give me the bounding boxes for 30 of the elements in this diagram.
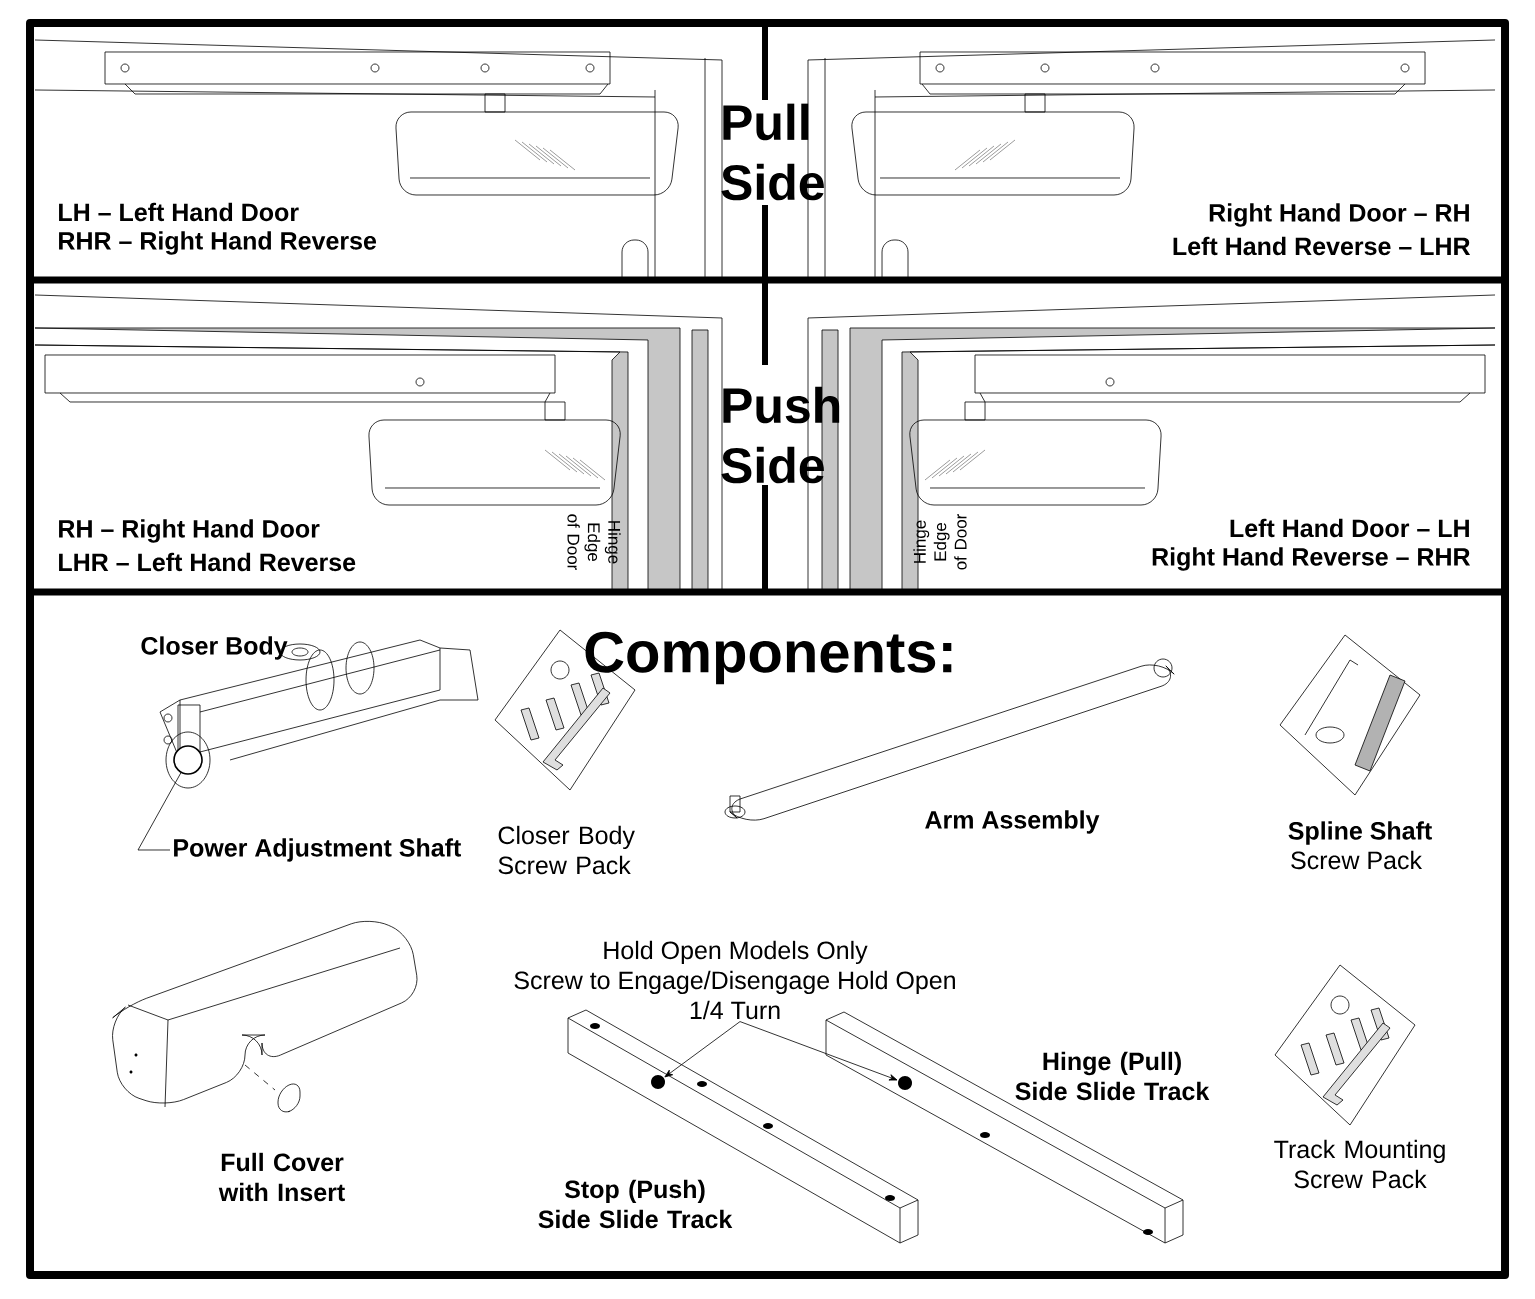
shaft-end (173, 745, 203, 775)
door-label: Left Hand Reverse – LHR (1173, 236, 1471, 256)
door-label: LH – Left Hand Door (59, 202, 299, 222)
part-label: Closer Body (141, 636, 288, 660)
edge-note: Hinge Edge of Door (567, 514, 621, 571)
screw-hole (898, 1076, 912, 1090)
part-label: Track Mounting Screw Pack (1274, 1139, 1445, 1189)
door-label: Right Hand Reverse – RHR (1152, 547, 1471, 571)
part-label: Full Cover with Insert (218, 1152, 345, 1202)
door-label: Left Hand Door – LH (1230, 518, 1469, 538)
door-label: RHR – Right Hand Reverse (59, 231, 377, 255)
side-heading: Pull Side (721, 103, 824, 201)
side-heading: Push Side (721, 386, 840, 484)
arrow (664, 1021, 741, 1078)
callout-label: Power Adjustment Shaft (174, 838, 461, 862)
arrow (739, 1021, 898, 1081)
part-label: Stop (Push) Side Slide Track (538, 1179, 733, 1229)
part-label: Closer Body Screw Pack (498, 825, 635, 875)
door-label: LHR – Left Hand Reverse (59, 552, 356, 572)
screw-hole (651, 1075, 665, 1089)
door-label: RH – Right Hand Door (59, 519, 320, 543)
section-heading: Components: (585, 631, 952, 685)
leader-line (137, 772, 182, 851)
part-label: Spline Shaft (1288, 821, 1432, 845)
edge-note: Hinge Edge of Door (913, 513, 967, 570)
part-label: Hinge (Pull) Side Slide Track (1015, 1051, 1210, 1101)
part-label: Screw Pack (1291, 850, 1422, 870)
part-label: Arm Assembly (925, 810, 1100, 834)
note-text: Hold Open Models Only Screw to Engage/Disengage Hold Open 1/4 Turn (514, 940, 955, 1020)
door-label: Right Hand Door – RH (1209, 203, 1469, 227)
